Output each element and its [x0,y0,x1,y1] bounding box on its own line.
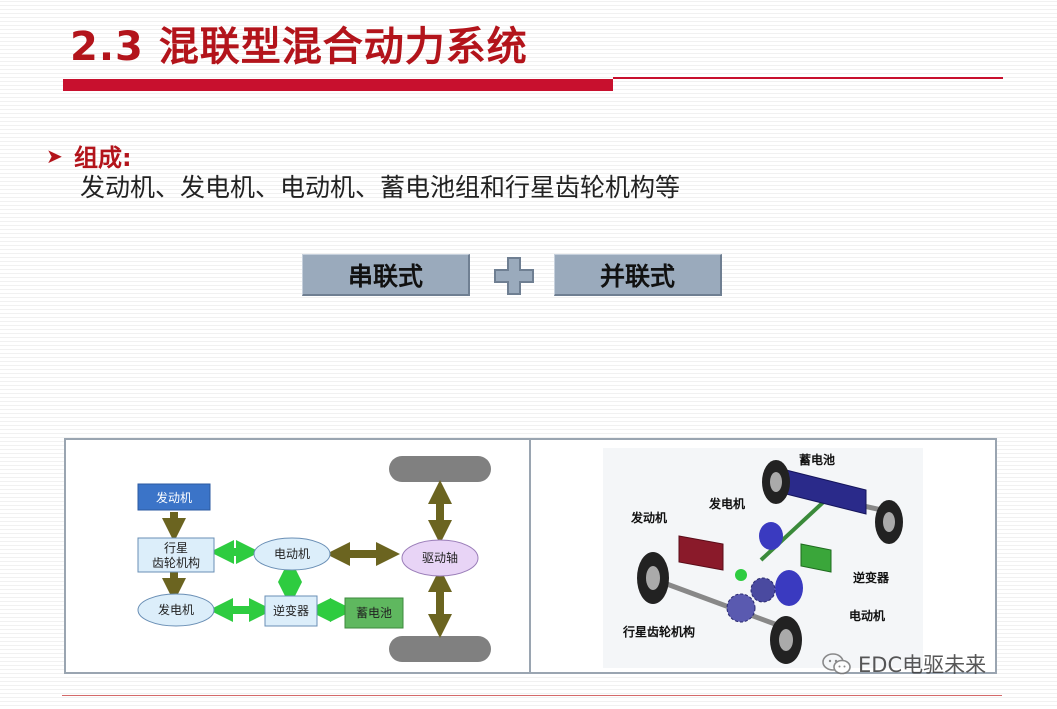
photo-label-motor: 电动机 [849,608,885,623]
planetary-sun-gear [735,569,747,581]
engine-block [137,483,211,511]
page-title: 2.3 混联型混合动力系统 [70,24,528,70]
photo-label-battery: 蓄电池 [799,452,835,467]
rear-left-hub [770,472,782,492]
block-diagram-panel: 发动机 行星 齿轮机构 电动机 发电机 逆变器 蓄电池 驱动轴 [64,438,531,674]
planetary-label-1: 行星 [164,541,188,555]
title-underline-thick [63,79,613,91]
wheel-bottom [389,636,491,662]
generator-unit [759,522,783,550]
inverter-block [264,595,318,627]
footer-divider [62,695,1002,696]
battery-label: 蓄电池 [356,606,392,620]
bullet-arrow-icon: ➤ [46,143,63,168]
front-left-hub [646,566,660,590]
front-right-hub [779,629,793,651]
generator-label: 发电机 [158,602,194,617]
drivetrain-illustration-panel: 蓄电池 发电机 发动机 逆变器 电动机 行星齿轮机构 [529,438,997,674]
drive-axle-block [401,539,479,577]
inverter-label: 逆变器 [273,603,309,618]
photo-label-engine: 发动机 [630,510,667,525]
plus-icon [494,257,534,295]
planetary-gear-large [726,593,756,623]
planetary-label-2: 齿轮机构 [152,555,200,570]
battery-block [344,597,404,629]
composition-bullet: ➤ 组成: [46,138,132,173]
drive-axle-label: 驱动轴 [422,550,458,565]
component-list: 发动机、发电机、电动机、蓄电池组和行星齿轮机构等 [80,173,681,202]
motor-block [253,537,331,571]
block-diagram: 发动机 行星 齿轮机构 电动机 发电机 逆变器 蓄电池 驱动轴 [137,456,491,662]
series-mode-box: 串联式 [302,254,470,296]
photo-label-generator: 发电机 [708,496,745,511]
drivetrain-illustration: 蓄电池 发电机 发动机 逆变器 电动机 行星齿轮机构 [603,448,923,668]
photo-label-inverter: 逆变器 [853,570,890,585]
wechat-icon [822,653,851,675]
motor-unit [775,570,803,606]
title-underline-thin [613,77,1003,79]
watermark: EDC电驱未来 [822,649,986,679]
planetary-block [137,537,215,573]
generator-block [137,593,215,627]
engine-label: 发动机 [156,490,192,505]
wheel-top [389,456,491,482]
rear-right-hub [883,512,895,532]
inverter-unit [800,543,832,573]
parallel-mode-box: 并联式 [554,254,722,296]
photo-label-planetary: 行星齿轮机构 [622,624,695,639]
composition-label: 组成: [74,144,132,172]
front-axle-shaft [655,577,792,633]
motor-label: 电动机 [274,547,310,561]
watermark-text: EDC电驱未来 [858,653,987,677]
planetary-gear-small [750,577,776,603]
engine-unit [678,535,724,571]
